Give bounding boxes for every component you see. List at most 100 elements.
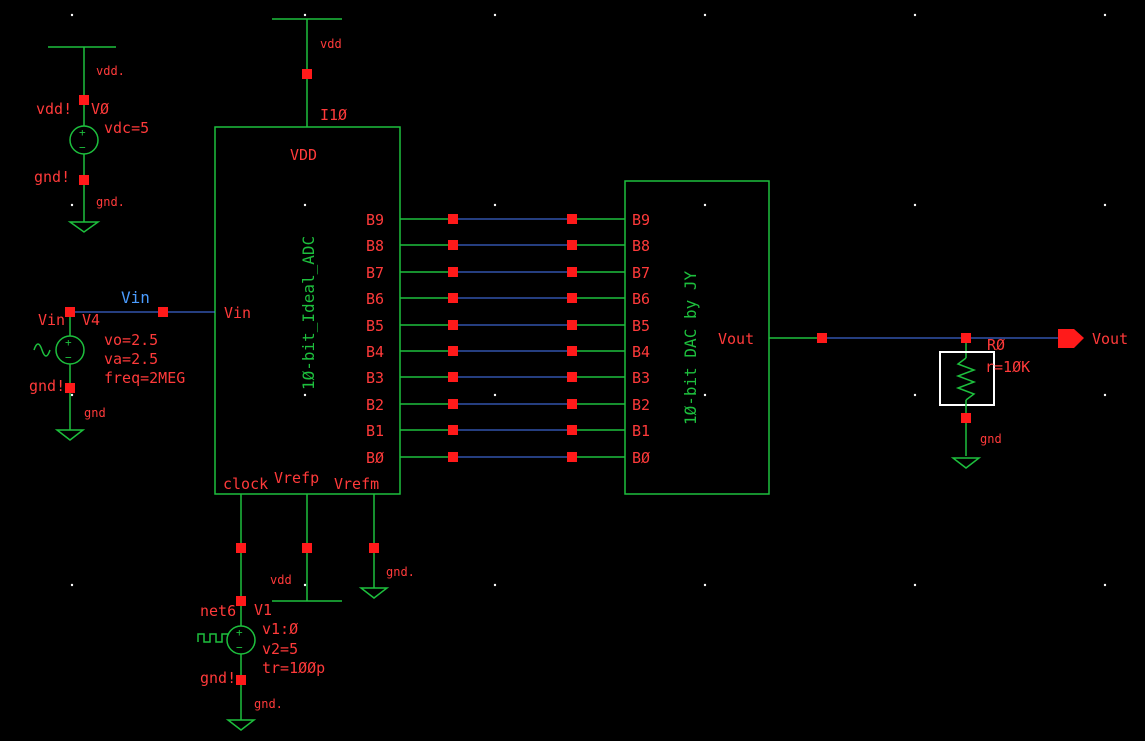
adc-block[interactable]: VDD Vin clock Vrefp Vrefm 1Ø-bit_Ideal_A… bbox=[214, 126, 401, 495]
v4-minus-pin[interactable] bbox=[65, 383, 75, 393]
v1-instance-name: V1 bbox=[254, 601, 272, 619]
vrefm-net-label: gnd. bbox=[386, 565, 415, 579]
svg-text:−: − bbox=[236, 641, 243, 654]
v4-instance-name: V4 bbox=[82, 311, 100, 329]
v0-plus-pin[interactable] bbox=[79, 95, 89, 105]
dac-bit-label-1: B8 bbox=[632, 237, 650, 255]
adc-vrefm-pin[interactable] bbox=[369, 543, 379, 553]
dac-bit-pin-2[interactable] bbox=[567, 267, 577, 277]
r0-bottom-net-label: gnd bbox=[980, 432, 1002, 446]
dac-bit-label-9: BØ bbox=[632, 449, 650, 467]
v1-param-tr: tr=1ØØp bbox=[262, 659, 325, 677]
adc-bit-pin-0[interactable] bbox=[448, 214, 458, 224]
adc-bit-pin-8[interactable] bbox=[448, 425, 458, 435]
dac-vout-pin[interactable] bbox=[817, 333, 827, 343]
adc-bit-pin-3[interactable] bbox=[448, 293, 458, 303]
adc-bit-pin-7[interactable] bbox=[448, 399, 458, 409]
bit-bus-wires bbox=[400, 214, 625, 462]
grid-dots bbox=[70, 13, 1107, 587]
v0-minus-pin-label: gnd! bbox=[34, 168, 70, 186]
adc-vin-pin-label: Vin bbox=[224, 304, 251, 322]
r0-bottom-pin[interactable] bbox=[961, 413, 971, 423]
r0-resistor[interactable]: RØ r=1ØK gnd bbox=[939, 336, 1030, 469]
v4-param-freq: freq=2MEG bbox=[104, 369, 185, 387]
r0-top-pin[interactable] bbox=[961, 333, 971, 343]
dac-vout-pin-label: Vout bbox=[718, 330, 754, 348]
v0-plus-pin-label: vdd! bbox=[36, 100, 72, 118]
adc-clock-pin[interactable] bbox=[236, 543, 246, 553]
v1-pulse-source[interactable]: + − net6 V1 v1:Ø v2=5 tr=1ØØp gnd! gnd. bbox=[197, 596, 325, 731]
dac-bit-label-4: B5 bbox=[632, 317, 650, 335]
v1-plus-pin[interactable] bbox=[236, 596, 246, 606]
dac-bit-pin-3[interactable] bbox=[567, 293, 577, 303]
dac-bit-label-5: B4 bbox=[632, 343, 650, 361]
adc-vrefp-pin[interactable] bbox=[302, 543, 312, 553]
dac-bit-label-8: B1 bbox=[632, 422, 650, 440]
adc-clock-pin-label: clock bbox=[223, 475, 268, 493]
adc-bit-label-0: B9 bbox=[366, 211, 384, 229]
v1-bottom-net-label: gnd. bbox=[254, 697, 283, 711]
v4-plus-pin[interactable] bbox=[65, 307, 75, 317]
dac-bit-pin-5[interactable] bbox=[567, 346, 577, 356]
adc-bit-label-3: B6 bbox=[366, 290, 384, 308]
adc-bit-pin-5[interactable] bbox=[448, 346, 458, 356]
dac-bit-pin-1[interactable] bbox=[567, 240, 577, 250]
adc-bottom-connections: vdd gnd. bbox=[236, 494, 415, 602]
v4-bottom-net-label: gnd bbox=[84, 406, 106, 420]
svg-text:+: + bbox=[79, 126, 86, 139]
r0-instance-name: RØ bbox=[987, 336, 1005, 354]
dac-bit-label-3: B6 bbox=[632, 290, 650, 308]
adc-bit-label-5: B4 bbox=[366, 343, 384, 361]
v0-top-net-label: vdd. bbox=[96, 64, 125, 78]
v1-param-v2: v2=5 bbox=[262, 640, 298, 658]
v1-param-v1: v1:Ø bbox=[262, 620, 298, 638]
adc-bit-label-1: B8 bbox=[366, 237, 384, 255]
adc-bit-label-9: BØ bbox=[366, 449, 384, 467]
v0-dc-source[interactable]: + − vdd. vdd! VØ vdc=5 gnd! gnd. bbox=[34, 46, 149, 233]
dac-bit-pin-0[interactable] bbox=[567, 214, 577, 224]
resistor-zigzag-icon bbox=[955, 357, 977, 401]
adc-vdd-net-label: vdd bbox=[320, 37, 342, 51]
v1-plus-pin-label: net6 bbox=[200, 602, 236, 620]
dac-bit-label-0: B9 bbox=[632, 211, 650, 229]
adc-bit-label-8: B1 bbox=[366, 422, 384, 440]
adc-bit-pin-2[interactable] bbox=[448, 267, 458, 277]
dac-bit-pin-9[interactable] bbox=[567, 452, 577, 462]
v4-plus-pin-label: Vin bbox=[38, 311, 65, 329]
svg-text:+: + bbox=[65, 336, 72, 349]
vin-net-pin[interactable] bbox=[158, 307, 168, 317]
dac-bit-pin-6[interactable] bbox=[567, 372, 577, 382]
adc-bit-pin-4[interactable] bbox=[448, 320, 458, 330]
v4-minus-pin-label: gnd! bbox=[29, 377, 65, 395]
adc-bit-pin-9[interactable] bbox=[448, 452, 458, 462]
v1-minus-pin[interactable] bbox=[236, 675, 246, 685]
v0-instance-name: VØ bbox=[91, 100, 109, 118]
v0-bottom-net-label: gnd. bbox=[96, 195, 125, 209]
adc-instance-label: I1Ø bbox=[320, 106, 347, 124]
v0-minus-pin[interactable] bbox=[79, 175, 89, 185]
svg-text:−: − bbox=[79, 141, 86, 154]
adc-instance-name: 1Ø-bit_Ideal_ADC bbox=[299, 236, 318, 390]
output-stage: Vout bbox=[769, 329, 1128, 348]
r0-selection-box bbox=[939, 351, 995, 406]
adc-vdd-pin[interactable] bbox=[302, 69, 312, 79]
svg-text:−: − bbox=[65, 351, 72, 364]
adc-bit-pin-1[interactable] bbox=[448, 240, 458, 250]
output-pin-icon[interactable] bbox=[1058, 329, 1084, 348]
v4-sine-source[interactable]: Vin + − Vin V4 vo=2.5 va=2.5 freq=2MEG g… bbox=[29, 288, 215, 441]
v4-param-va: va=2.5 bbox=[104, 350, 158, 368]
adc-bit-pin-6[interactable] bbox=[448, 372, 458, 382]
dac-bit-pin-4[interactable] bbox=[567, 320, 577, 330]
dac-bit-pin-7[interactable] bbox=[567, 399, 577, 409]
dac-block[interactable]: Vout 1Ø-bit DAC by JY B9B8B7B6B5B4B3B2B1… bbox=[624, 180, 770, 495]
v0-param: vdc=5 bbox=[104, 119, 149, 137]
dac-bit-pin-8[interactable] bbox=[567, 425, 577, 435]
v4-param-vo: vo=2.5 bbox=[104, 331, 158, 349]
v1-minus-pin-label: gnd! bbox=[200, 669, 236, 687]
vin-net-label: Vin bbox=[121, 288, 150, 307]
output-pin-label: Vout bbox=[1092, 330, 1128, 348]
dac-bit-label-2: B7 bbox=[632, 264, 650, 282]
